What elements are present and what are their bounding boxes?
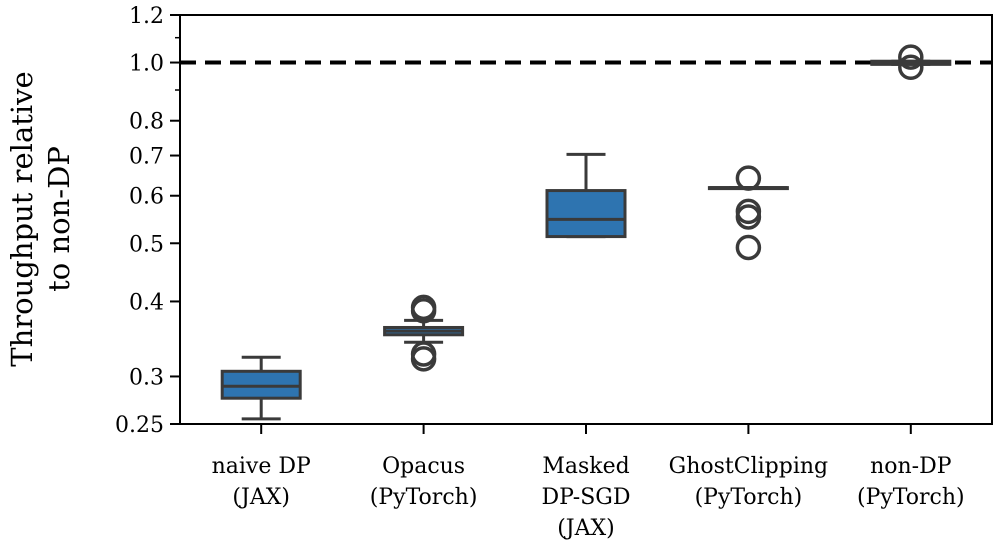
outlier-point (898, 54, 924, 81)
x-tick-label: Opacus (382, 454, 465, 479)
x-tick-label: non-DP (870, 454, 952, 479)
x-tick-label: GhostClipping (669, 454, 828, 479)
outlier-point (735, 234, 762, 261)
y-tick-label: 1.2 (129, 4, 164, 29)
x-tick-label: naive DP (212, 454, 311, 479)
box-group (870, 44, 952, 81)
y-tick-label: 1.0 (129, 52, 164, 77)
y-tick-label: 0.7 (129, 145, 164, 170)
y-tick-label: 0.25 (115, 413, 164, 438)
box-group (545, 152, 627, 239)
y-axis-title-line-2: to non-DP (42, 146, 76, 292)
y-tick-label: 0.8 (129, 110, 164, 135)
box-group (383, 294, 465, 372)
x-tick-label: (PyTorch) (370, 485, 478, 510)
x-tick-label: (JAX) (232, 485, 290, 510)
x-tick-label: (PyTorch) (857, 485, 965, 510)
y-axis-title-line-1: Throughput relative (5, 71, 39, 366)
y-tick-label: 0.6 (129, 185, 164, 210)
outlier-point (410, 294, 437, 321)
box-group (220, 355, 302, 421)
y-tick-label: 0.5 (129, 232, 164, 257)
x-tick-label: (PyTorch) (695, 485, 803, 510)
outlier-point (735, 165, 762, 191)
x-tick-label: DP-SGD (542, 485, 631, 510)
y-tick-label: 0.3 (129, 365, 164, 390)
y-tick-label: 0.4 (129, 290, 164, 315)
x-axis: naive DP (JAX) Opacus (PyTorch) MaskedDP-SGD… (212, 424, 965, 541)
outlier-point (735, 198, 762, 225)
x-tick-label: (JAX) (557, 516, 615, 541)
plot-area (180, 44, 992, 421)
iqr-box (545, 189, 627, 239)
y-axis: 0.25 0.3 0.4 0.5 0.6 0.7 0.8 1.0 1.2 (115, 4, 180, 438)
x-tick-label: Masked (542, 454, 629, 479)
outlier-point (898, 44, 924, 70)
box-group (707, 165, 789, 261)
outlier-point (410, 341, 437, 367)
